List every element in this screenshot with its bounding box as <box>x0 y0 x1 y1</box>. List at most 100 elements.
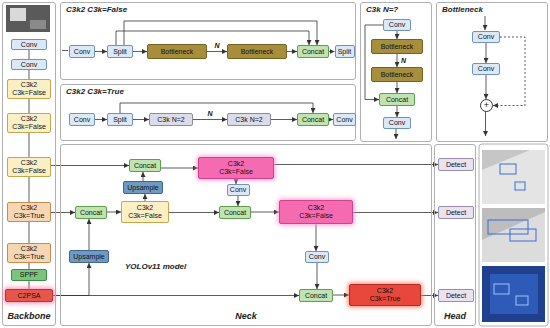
node-text: C3k2 <box>228 160 244 168</box>
process-box: Bottleneck <box>371 39 423 54</box>
connector <box>238 196 239 206</box>
node-text: C3k=False <box>12 167 46 175</box>
connector <box>397 31 398 39</box>
node-text: Detect <box>446 292 466 300</box>
process-box: Concat <box>297 113 329 126</box>
connector <box>397 54 398 67</box>
node-text: C3k=True <box>370 295 401 303</box>
node-text: Concat <box>224 209 246 217</box>
panel: C3k N=?ConvBottleneckBottleneckConcatCon… <box>360 2 432 142</box>
node-text: C3k2 <box>21 115 37 123</box>
process-box: Conv <box>472 63 500 75</box>
connector <box>486 43 487 63</box>
process-box: Conv <box>383 19 411 31</box>
connector <box>120 103 313 113</box>
result-image-light <box>482 150 545 204</box>
input-line <box>485 16 486 30</box>
node-text: Bottleneck <box>381 43 414 51</box>
node-text: C3k=True <box>14 212 45 220</box>
node-text: Split <box>338 48 352 56</box>
node-text: C3k2 <box>21 81 37 89</box>
process-box: Conv <box>383 117 411 129</box>
node-text: Conv <box>74 48 90 56</box>
connector <box>145 194 146 201</box>
node-text: Conv <box>478 33 494 41</box>
node-text: C3k=False <box>12 89 46 97</box>
node-text: C2PSA <box>18 292 41 300</box>
panel: C3k2 C3k=FalseConvSplitBottleneckBottlen… <box>60 2 356 80</box>
detection-box <box>510 229 536 241</box>
process-box: Split <box>335 45 355 58</box>
connector <box>421 295 438 296</box>
connector <box>317 263 318 289</box>
node-text: C3k=False <box>299 212 333 220</box>
connector <box>29 70 30 79</box>
process-box: Conv <box>333 113 356 126</box>
panel-heading: Neck <box>61 311 431 322</box>
detection-box <box>488 220 528 234</box>
process-box: C3k2C3k=False <box>7 157 51 177</box>
process-box: Conv <box>69 113 95 126</box>
process-box: Split <box>107 113 133 126</box>
node-text: Conv <box>309 253 325 261</box>
process-box: C3k2C3k=True <box>7 202 51 222</box>
connector <box>133 119 149 120</box>
node-text: Conv <box>389 21 405 29</box>
process-box: Concat <box>379 93 415 106</box>
process-box: Conv <box>305 251 329 263</box>
process-box: Concat <box>299 289 333 302</box>
connector <box>316 224 317 251</box>
result-image-light <box>482 212 545 262</box>
node-text: SPPF <box>20 271 38 279</box>
connector <box>29 222 30 243</box>
connector <box>95 119 107 120</box>
node-text: Bottleneck <box>241 48 274 56</box>
connector <box>29 281 30 289</box>
node-text: Upsample <box>127 184 159 192</box>
process-box: C3k N=2 <box>227 113 271 126</box>
node-text: Conv <box>336 116 352 124</box>
node-text: Conv <box>21 61 37 69</box>
edge-label: N <box>206 110 213 118</box>
node-text: Bottleneck <box>381 71 414 79</box>
result-image <box>482 208 545 262</box>
process-box: C3k2C3k=False <box>198 157 274 179</box>
node-text: Concat <box>302 48 324 56</box>
node-text: Concat <box>386 96 408 104</box>
process-box: Concat <box>75 206 107 219</box>
node-text: Split <box>113 48 127 56</box>
photo-shade <box>30 20 46 29</box>
connector <box>53 295 299 296</box>
connector <box>353 212 438 213</box>
process-box: C3k2C3k=True <box>7 243 51 263</box>
connector <box>95 51 107 52</box>
input-photo <box>6 5 50 32</box>
panel-heading: C3k2 C3k=True <box>61 85 355 97</box>
node-text: Conv <box>230 186 246 194</box>
panel: BackboneConvConvC3k2C3k=FalseC3k2C3k=Fal… <box>2 2 56 326</box>
model-label: YOLOv11 model <box>125 262 186 272</box>
node-text: C3k N=2 <box>157 116 184 124</box>
panel-heading: C3k2 C3k=False <box>61 3 355 15</box>
node-text: C3k2 <box>21 245 37 253</box>
node-text: C3k=True <box>14 253 45 261</box>
process-box: SPPF <box>11 269 47 281</box>
connector <box>169 212 219 213</box>
detection-box <box>516 296 528 305</box>
connector <box>29 177 30 202</box>
connector <box>486 75 487 99</box>
node-text: C3k N=2 <box>235 116 262 124</box>
process-box: Conv <box>472 31 500 43</box>
connector <box>53 263 89 296</box>
result-image <box>482 266 545 322</box>
node-text: Concat <box>305 292 327 300</box>
panel: HeadDetectDetectDetect <box>434 144 476 326</box>
output-line <box>396 128 397 139</box>
process-box: C3k2C3k=False <box>7 79 51 99</box>
process-box: Conv <box>11 59 47 70</box>
connector <box>207 51 227 52</box>
process-box: C2PSA <box>5 289 53 302</box>
result-image-light <box>490 274 538 314</box>
node-text: C3k=False <box>12 123 46 131</box>
process-box: Detect <box>438 158 474 171</box>
